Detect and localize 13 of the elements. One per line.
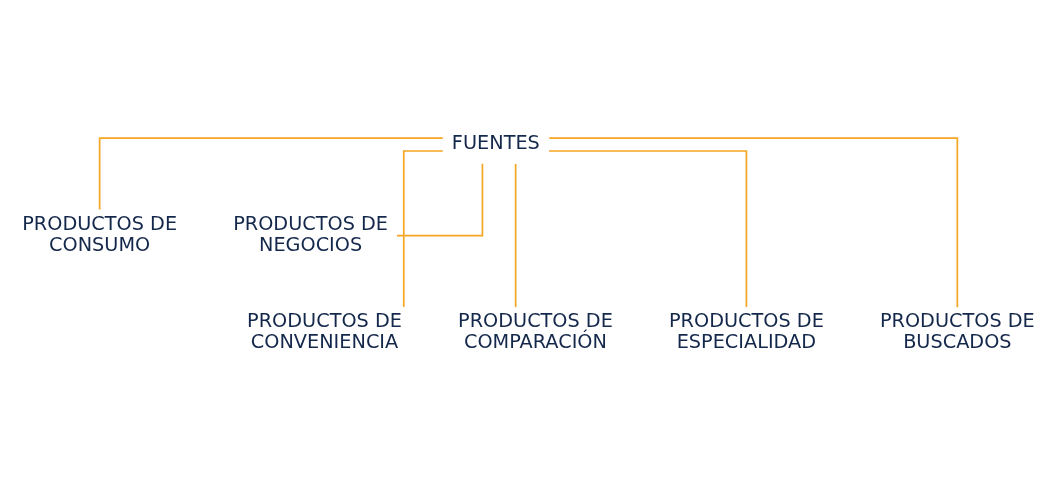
connector [548, 149, 748, 308]
node-text: PRODUCTOS DE CONVENIENCIA [247, 308, 402, 353]
connector [98, 136, 444, 210]
node-text: PRODUCTOS DE BUSCADOS [879, 308, 1035, 353]
node-text: PRODUCTOS DE NEGOCIOS [233, 211, 389, 256]
connector [548, 136, 959, 308]
connector [396, 162, 484, 236]
node-text: PRODUCTOS DE COMPARACIÓN [458, 308, 613, 353]
connector [514, 162, 517, 308]
node-text: PRODUCTOS DE ESPECIALIDAD [668, 308, 824, 353]
node-text: FUENTES [451, 130, 540, 154]
node-text: PRODUCTOS DE CONSUMO [22, 211, 178, 256]
connector [402, 149, 444, 308]
